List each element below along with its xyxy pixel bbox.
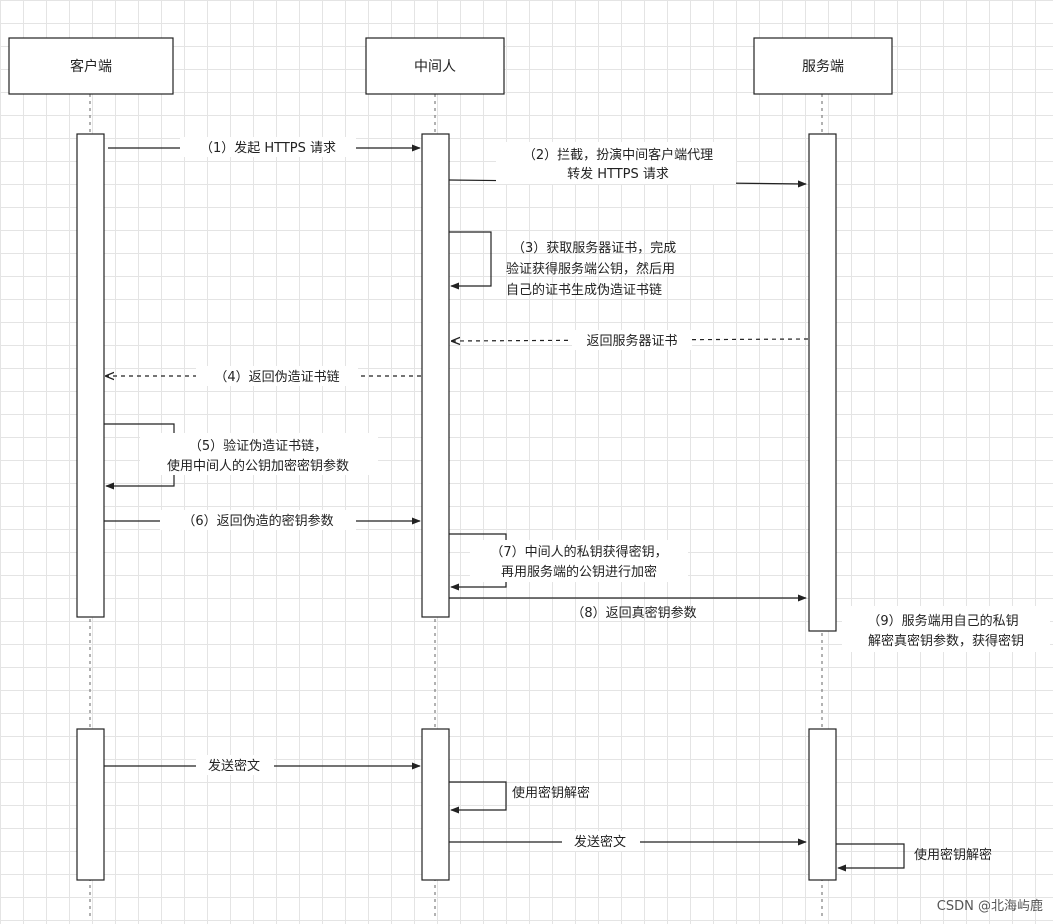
participant-client: 客户端 bbox=[8, 37, 174, 95]
msg9-label-line1: （9）服务端用自己的私钥 bbox=[867, 613, 1018, 629]
msg3-label-line1: （3）获取服务器证书，完成 bbox=[512, 240, 676, 256]
participant-mitm-label: 中间人 bbox=[414, 59, 456, 75]
msg9-label-line2: 解密真密钥参数，获得密钥 bbox=[868, 633, 1024, 649]
decrypt1-label: 使用密钥解密 bbox=[512, 785, 590, 801]
mitm-activation-1 bbox=[421, 133, 450, 618]
participant-mitm: 中间人 bbox=[365, 37, 505, 95]
msg5-label-line1: （5）验证伪造证书链， bbox=[189, 438, 327, 454]
msg4-label: （4）返回伪造证书链 bbox=[214, 370, 339, 385]
decrypt2-label: 使用密钥解密 bbox=[914, 847, 992, 863]
participant-client-label: 客户端 bbox=[70, 58, 112, 75]
msg2-label-line1: （2）拦截，扮演中间客户端代理 bbox=[523, 147, 713, 163]
msg6-label: （6）返回伪造的密钥参数 bbox=[182, 513, 333, 529]
participant-server: 服务端 bbox=[753, 37, 893, 95]
participant-server-label: 服务端 bbox=[802, 59, 844, 75]
send1-label: 发送密文 bbox=[208, 758, 260, 774]
watermark: CSDN @北海屿鹿 bbox=[937, 898, 1043, 914]
msg5-label-line2: 使用中间人的公钥加密密钥参数 bbox=[167, 458, 349, 474]
msg3-self-arrow bbox=[449, 231, 492, 290]
msg3-label-line3: 自己的证书生成伪造证书链 bbox=[506, 282, 662, 298]
msg8-label: （8）返回真密钥参数 bbox=[571, 605, 696, 621]
msg3-label-line2: 验证获得服务端公钥，然后用 bbox=[506, 261, 675, 277]
mitm-activation-2 bbox=[421, 728, 450, 881]
client-activation-1 bbox=[76, 133, 105, 618]
msg1-label: （1）发起 HTTPS 请求 bbox=[200, 140, 336, 156]
server-activation-1 bbox=[808, 133, 837, 632]
return-cert-label: 返回服务器证书 bbox=[586, 333, 677, 349]
server-activation-2 bbox=[808, 728, 837, 881]
msg7-label-line2: 再用服务端的公钥进行加密 bbox=[501, 564, 657, 580]
msg2-label-line2: 转发 HTTPS 请求 bbox=[567, 166, 669, 182]
decrypt1-self-arrow bbox=[449, 781, 507, 814]
msg7-label-line1: （7）中间人的私钥获得密钥， bbox=[490, 544, 667, 560]
send2-label: 发送密文 bbox=[574, 834, 626, 850]
decrypt2-self-arrow bbox=[836, 843, 905, 872]
client-activation-2 bbox=[76, 728, 105, 881]
